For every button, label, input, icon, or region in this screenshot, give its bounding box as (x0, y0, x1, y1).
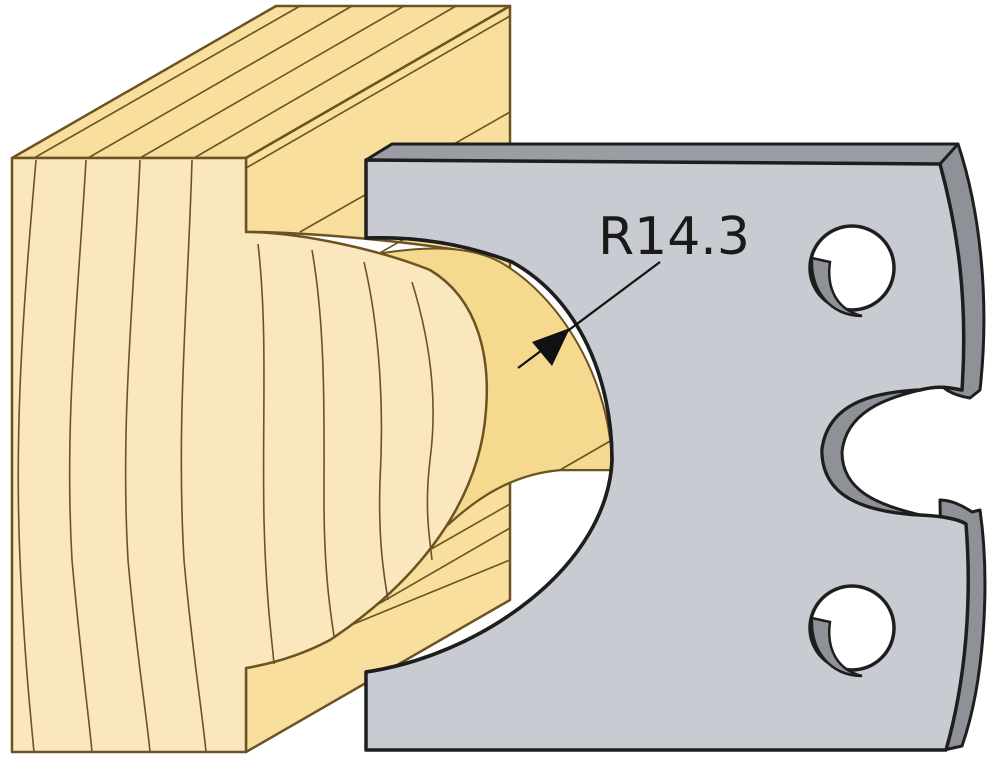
wood-front-face (10, 156, 489, 754)
dimension-label: R14.3 (598, 207, 750, 267)
radius-dimension: R14.3 (517, 207, 750, 369)
knife-profile-edge (365, 235, 614, 674)
knife-side-notch (820, 388, 921, 517)
profile-knife (364, 142, 987, 752)
wood-top-grain (33, 5, 457, 159)
knife-hole-top (808, 224, 896, 318)
dimension-arrowhead (532, 328, 570, 366)
wood-front-grain (17, 159, 434, 753)
wood-block (10, 4, 614, 754)
wood-side-grain (245, 15, 613, 669)
knife-hole-bottom (808, 584, 896, 678)
